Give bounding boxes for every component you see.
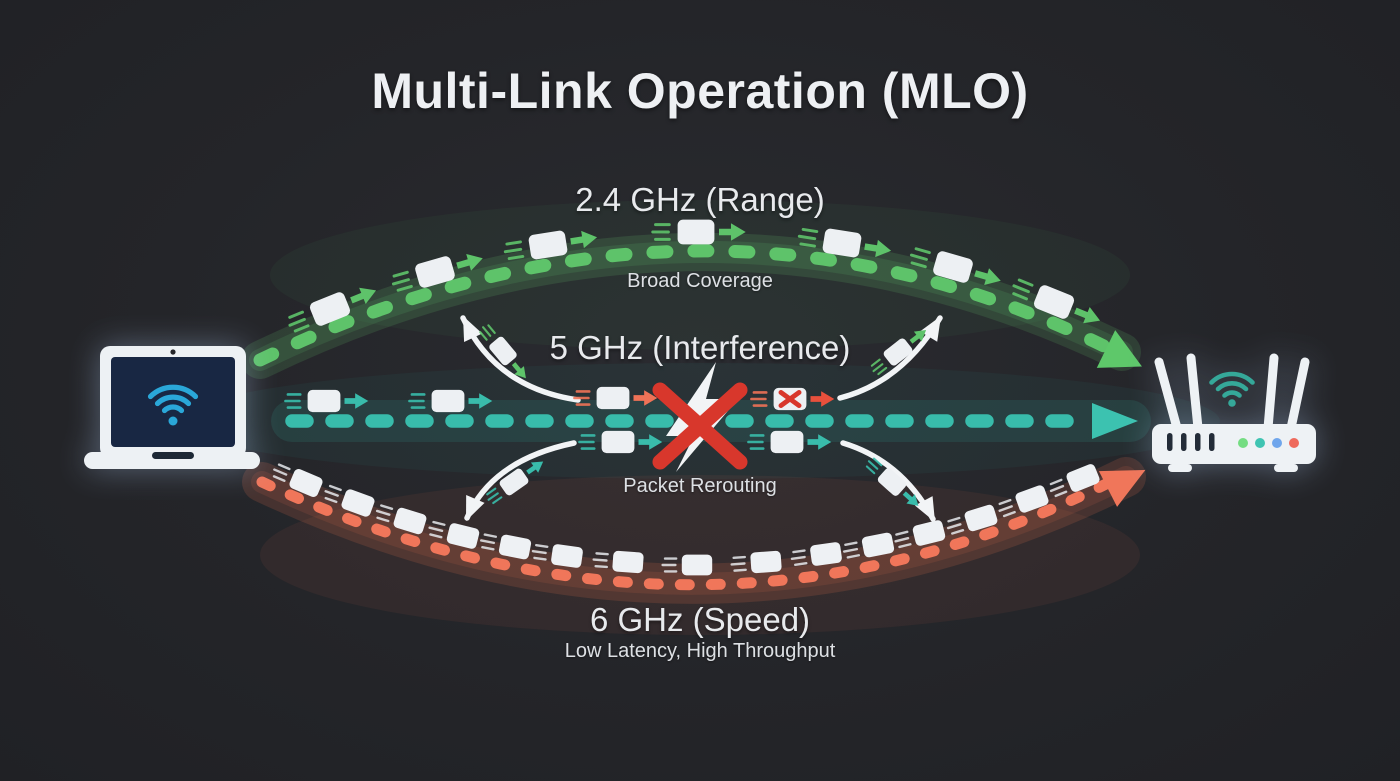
orange-arrowhead — [1098, 469, 1146, 507]
laptop-screen — [111, 357, 235, 447]
link-5ghz-sublabel: Packet Rerouting — [623, 475, 777, 497]
reroute-arrows — [460, 315, 943, 522]
interference-bolt-icon — [652, 362, 748, 472]
link-6ghz-path — [242, 457, 1146, 604]
interference-x-icon — [652, 382, 748, 470]
reroute-arrow-up-left — [460, 315, 581, 403]
router-icon — [1152, 353, 1316, 472]
led-teal — [1255, 438, 1265, 448]
link-2-4ghz-sublabel: Broad Coverage — [627, 270, 773, 292]
link-5ghz-label: 5 GHz (Interference) — [549, 329, 851, 366]
reroute-arrow-down-left — [464, 440, 577, 521]
wifi-icon — [147, 384, 199, 426]
packet-icon — [661, 553, 714, 577]
page-title: Multi-Link Operation (MLO) — [371, 63, 1029, 119]
reroute-arrow-down-right — [840, 440, 936, 522]
reroute-arrow-up-right — [837, 315, 943, 401]
link-2-4ghz-path — [241, 232, 1142, 379]
wifi-icon — [1209, 371, 1255, 407]
led-blue — [1272, 438, 1282, 448]
link-6ghz-label: 6 GHz (Speed) — [589, 601, 811, 638]
green-arrowhead — [1096, 330, 1142, 368]
router-antennas — [1154, 353, 1310, 433]
link-2-4ghz-label: 2.4 GHz (Range) — [575, 181, 825, 218]
laptop-icon — [84, 346, 260, 469]
teal-arrowhead — [1092, 403, 1138, 439]
router-leds — [1238, 438, 1299, 448]
led-green — [1238, 438, 1248, 448]
router-vents — [1167, 433, 1215, 451]
router-body — [1152, 424, 1316, 464]
led-red — [1289, 438, 1299, 448]
laptop-camera-dot — [170, 349, 176, 355]
link-6ghz-sublabel: Low Latency, High Throughput — [564, 640, 836, 662]
